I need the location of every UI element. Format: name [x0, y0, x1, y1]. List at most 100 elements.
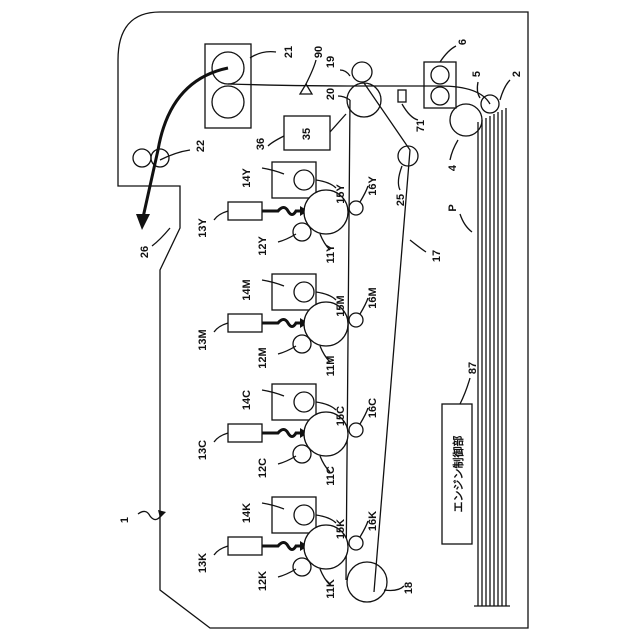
leader-26	[152, 228, 170, 246]
label-developer-k: 14K	[241, 503, 253, 523]
label-laser-y: 13Y	[197, 218, 209, 238]
transfer-roller-c	[349, 423, 363, 437]
leader-charger-m	[278, 346, 296, 354]
label-charger-m: 12M	[257, 347, 269, 368]
leader-devroller-m	[316, 292, 336, 300]
leader-4	[450, 140, 458, 160]
leader-charger-y	[278, 234, 296, 242]
transfer-roller-m	[349, 313, 363, 327]
leader-developer-c	[262, 390, 284, 396]
label-22: 22	[195, 140, 207, 152]
developer-roller-c	[294, 392, 314, 412]
roller-19	[352, 62, 372, 82]
leader-developer-y	[262, 168, 284, 174]
leader-20	[338, 96, 350, 100]
exit-roller-a	[133, 149, 151, 167]
label-35: 35	[301, 128, 313, 140]
feed-roller	[450, 104, 482, 136]
label-6: 6	[457, 39, 469, 45]
leader-laser-y	[214, 211, 228, 220]
laser-unit-c	[228, 424, 262, 442]
label-90: 90	[313, 46, 325, 58]
engine-controller-label: エンジン制御部	[451, 436, 465, 513]
charger-roller-c	[293, 445, 311, 463]
leader-71	[402, 104, 418, 120]
developer-roller-k	[294, 505, 314, 525]
leader-21	[250, 52, 276, 58]
leader-90	[306, 60, 316, 84]
label-2: 2	[511, 71, 523, 77]
drive-roller-18	[347, 562, 387, 602]
leader-1	[138, 511, 162, 519]
leader-developer-m	[262, 280, 284, 286]
leader-6	[440, 46, 456, 62]
laser-beam-c	[262, 430, 302, 437]
label-transfer-c: 16C	[367, 398, 379, 418]
charger-roller-y	[293, 223, 311, 241]
label-devroller-k: 15K	[335, 519, 347, 539]
label-1: 1	[119, 517, 131, 523]
leader-devroller-k	[316, 515, 336, 523]
label-transfer-y: 16Y	[367, 176, 379, 196]
label-devroller-m: 15M	[335, 295, 347, 316]
leader-charger-c	[278, 456, 296, 464]
label-19: 19	[325, 56, 337, 68]
leader-19	[340, 70, 350, 76]
paper-stack	[474, 108, 510, 606]
label-laser-m: 13M	[197, 329, 209, 350]
label-drum-c: 11C	[325, 466, 337, 486]
label-17: 17	[431, 250, 443, 262]
label-20: 20	[325, 88, 337, 100]
label-drum-y: 11Y	[325, 244, 337, 264]
label-transfer-k: 16K	[367, 511, 379, 531]
laser-beam-y	[262, 208, 302, 215]
transfer-roller-k	[349, 536, 363, 550]
label-p: P	[447, 204, 459, 211]
fixing-unit	[205, 44, 251, 128]
laser-beam-m	[262, 320, 302, 327]
label-87: 87	[467, 362, 479, 374]
leader-22	[160, 150, 190, 160]
belt-roller-25	[398, 146, 418, 166]
developer-roller-m	[294, 282, 314, 302]
label-charger-c: 12C	[257, 458, 269, 478]
leader-developer-k	[262, 503, 284, 509]
label-transfer-m: 16M	[367, 287, 379, 308]
label-laser-k: 13K	[197, 553, 209, 573]
exit-arrow	[142, 68, 228, 222]
leader-2	[500, 80, 510, 100]
image-stations: 13Y14Y15Y16Y11Y12Y13M14M15M16M11M12M13C1…	[197, 162, 379, 599]
paper-path	[228, 84, 490, 104]
leader-35	[330, 114, 346, 132]
laser-unit-m	[228, 314, 262, 332]
leader-25	[398, 166, 402, 190]
label-71: 71	[415, 120, 427, 132]
leader-laser-c	[214, 433, 228, 442]
transfer-roller-y	[349, 201, 363, 215]
label-devroller-y: 15Y	[335, 184, 347, 204]
label-devroller-c: 15C	[335, 406, 347, 426]
leader-charger-k	[278, 569, 296, 577]
laser-unit-k	[228, 537, 262, 555]
leader-devroller-c	[316, 402, 336, 410]
leader-17	[410, 240, 426, 252]
leader-36	[268, 136, 284, 146]
label-drum-k: 11K	[325, 579, 337, 599]
leader-87	[460, 378, 470, 404]
label-36: 36	[255, 138, 267, 150]
laser-beam-k	[262, 543, 302, 550]
label-25: 25	[395, 194, 407, 206]
label-26: 26	[139, 246, 151, 258]
developer-roller-y	[294, 170, 314, 190]
leader-p	[460, 214, 472, 232]
leader-laser-m	[214, 323, 228, 332]
registration-rollers	[424, 62, 456, 108]
label-charger-k: 12K	[257, 571, 269, 591]
label-drum-m: 11M	[325, 356, 337, 377]
exit-arrow-head	[136, 214, 150, 230]
label-18: 18	[403, 582, 415, 594]
label-laser-c: 13C	[197, 440, 209, 460]
charger-roller-k	[293, 558, 311, 576]
